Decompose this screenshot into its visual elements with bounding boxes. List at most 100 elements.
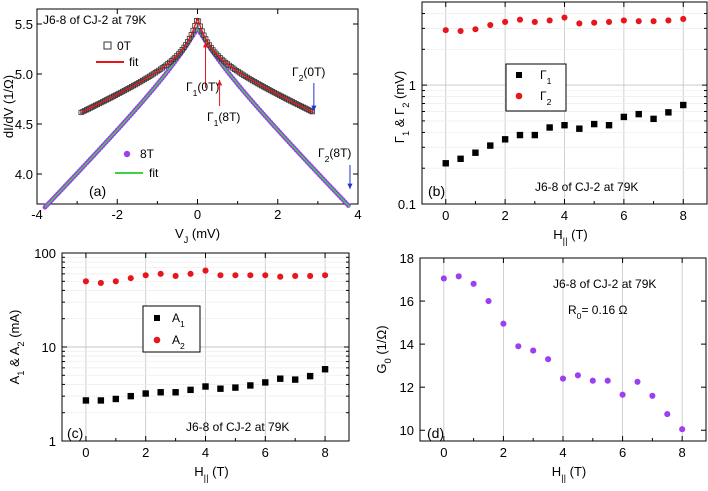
- data-point-2: [605, 18, 613, 25]
- data-point-G0: [619, 391, 626, 398]
- legend-label-fit-0T: fit: [129, 55, 139, 69]
- data-point-2: [442, 27, 449, 34]
- data-point-A2: [307, 272, 314, 279]
- data-point-1: [516, 131, 524, 139]
- data-point-A2: [82, 278, 89, 285]
- data-point-2: [561, 14, 568, 21]
- x-tick-label: 2: [142, 445, 149, 460]
- y-tick-label: 16: [400, 294, 414, 309]
- data-point-1: [561, 122, 568, 129]
- y-tick-label: 0.1: [398, 197, 416, 212]
- legend-label-A2: A2: [172, 333, 185, 351]
- y-tick-label: 5.0: [15, 67, 33, 82]
- data-point-2: [576, 20, 583, 27]
- fit-line-0T: [80, 17, 315, 114]
- data-point-2: [635, 18, 642, 25]
- y-tick-label: 10: [42, 340, 56, 355]
- data-point-A2: [277, 273, 284, 280]
- x-tick-label: 6: [619, 445, 626, 460]
- x-tick-label: 0: [440, 445, 447, 460]
- panel-label: (a): [89, 183, 106, 199]
- legend-label-0T: 0T: [117, 39, 132, 53]
- data-point-1: [620, 113, 628, 121]
- data-point-A1: [291, 376, 299, 383]
- data-point-A2: [217, 272, 224, 279]
- data-point-A1: [277, 375, 284, 382]
- data-point-1: [605, 122, 613, 129]
- data-point-G0: [679, 426, 686, 433]
- arrow-gamma1-8T-head: [217, 80, 223, 86]
- fit-line-8T: [44, 27, 351, 208]
- data-point-1: [590, 120, 598, 128]
- x-axis-label: H|| (T): [552, 464, 586, 483]
- x-tick-label: 4: [354, 207, 361, 222]
- data-point-1: [457, 155, 464, 162]
- x-tick-label: 6: [620, 208, 627, 223]
- y-tick-label: 4.0: [15, 167, 33, 182]
- data-point-2: [472, 26, 479, 33]
- arrow-label-gamma2-0T: Γ2(0T): [292, 65, 325, 83]
- data-point-2: [487, 21, 494, 29]
- legend-marker-gamma2: [515, 92, 523, 100]
- data-point-A1: [172, 389, 179, 396]
- panel-label: (c): [67, 425, 83, 441]
- data-point-G0: [604, 377, 611, 384]
- legend-box: [505, 63, 567, 112]
- data-point-2: [531, 18, 538, 25]
- data-point-G0: [440, 275, 447, 282]
- y-axis-label: A1 & A2 (mA): [7, 310, 26, 385]
- data-point-1: [635, 110, 642, 118]
- data-point-1: [665, 109, 672, 116]
- y-axis-label: G0 (1/Ω): [374, 325, 393, 373]
- panel-label: (d): [427, 425, 444, 441]
- data-point-G0: [470, 280, 477, 287]
- x-tick-label: 4: [559, 445, 566, 460]
- sample-annotation: J6-8 of CJ-2 at 79K: [43, 13, 146, 27]
- arrow-label-gamma1-8T: Γ1(8T): [207, 110, 240, 128]
- legend-label-A1: A1: [172, 311, 185, 329]
- data-point-2: [665, 17, 672, 24]
- resistance-annotation: R0= 0.16 Ω: [568, 303, 628, 321]
- y-axis-label: dI/dV (1/Ω): [1, 75, 16, 138]
- data-point-A1: [127, 392, 134, 400]
- data-point-A1: [187, 386, 194, 394]
- data-point-A1: [247, 382, 254, 389]
- y-tick-label: 18: [400, 251, 414, 266]
- legend-label-gamma2: Γ2: [540, 89, 552, 107]
- data-point-1: [546, 124, 553, 131]
- data-point-A2: [322, 272, 329, 279]
- data-point-A2: [247, 272, 254, 279]
- data-point-A1: [142, 390, 149, 397]
- data-point-A1: [306, 372, 314, 380]
- x-tick-label: 0: [442, 208, 449, 223]
- data-point-0T: [309, 109, 315, 115]
- y-tick-label: 5.5: [15, 17, 33, 32]
- legend-marker-A1: [154, 315, 160, 321]
- x-axis-label: H|| (T): [553, 227, 587, 246]
- x-axis-label: VJ (mV): [175, 226, 220, 245]
- data-point-G0: [589, 377, 596, 384]
- data-point-2: [680, 15, 687, 23]
- legend-marker-gamma1: [516, 72, 522, 78]
- x-tick-label: 0: [82, 445, 89, 460]
- arrow-gamma2-8T-head: [347, 183, 353, 189]
- data-point-1: [442, 160, 449, 167]
- arrow-label-gamma1-0T: Γ1(0T): [186, 80, 219, 98]
- x-tick-label: 2: [274, 207, 281, 222]
- arrow-gamma2-0T-head: [311, 105, 317, 111]
- x-tick-label: 6: [262, 445, 269, 460]
- x-tick-label: 8: [680, 208, 687, 223]
- legend-box: [142, 305, 201, 353]
- data-point-A2: [157, 270, 164, 277]
- y-axis-label: Γ1 & Γ2 (mV): [392, 71, 411, 143]
- data-point-G0: [530, 347, 537, 354]
- data-point-G0: [485, 298, 492, 305]
- data-point-A2: [172, 272, 179, 279]
- data-point-1: [680, 101, 687, 109]
- y-tick-label: 1: [409, 78, 416, 93]
- data-point-2: [502, 18, 509, 25]
- y-tick-label: 12: [400, 380, 414, 395]
- data-point-A2: [232, 272, 239, 279]
